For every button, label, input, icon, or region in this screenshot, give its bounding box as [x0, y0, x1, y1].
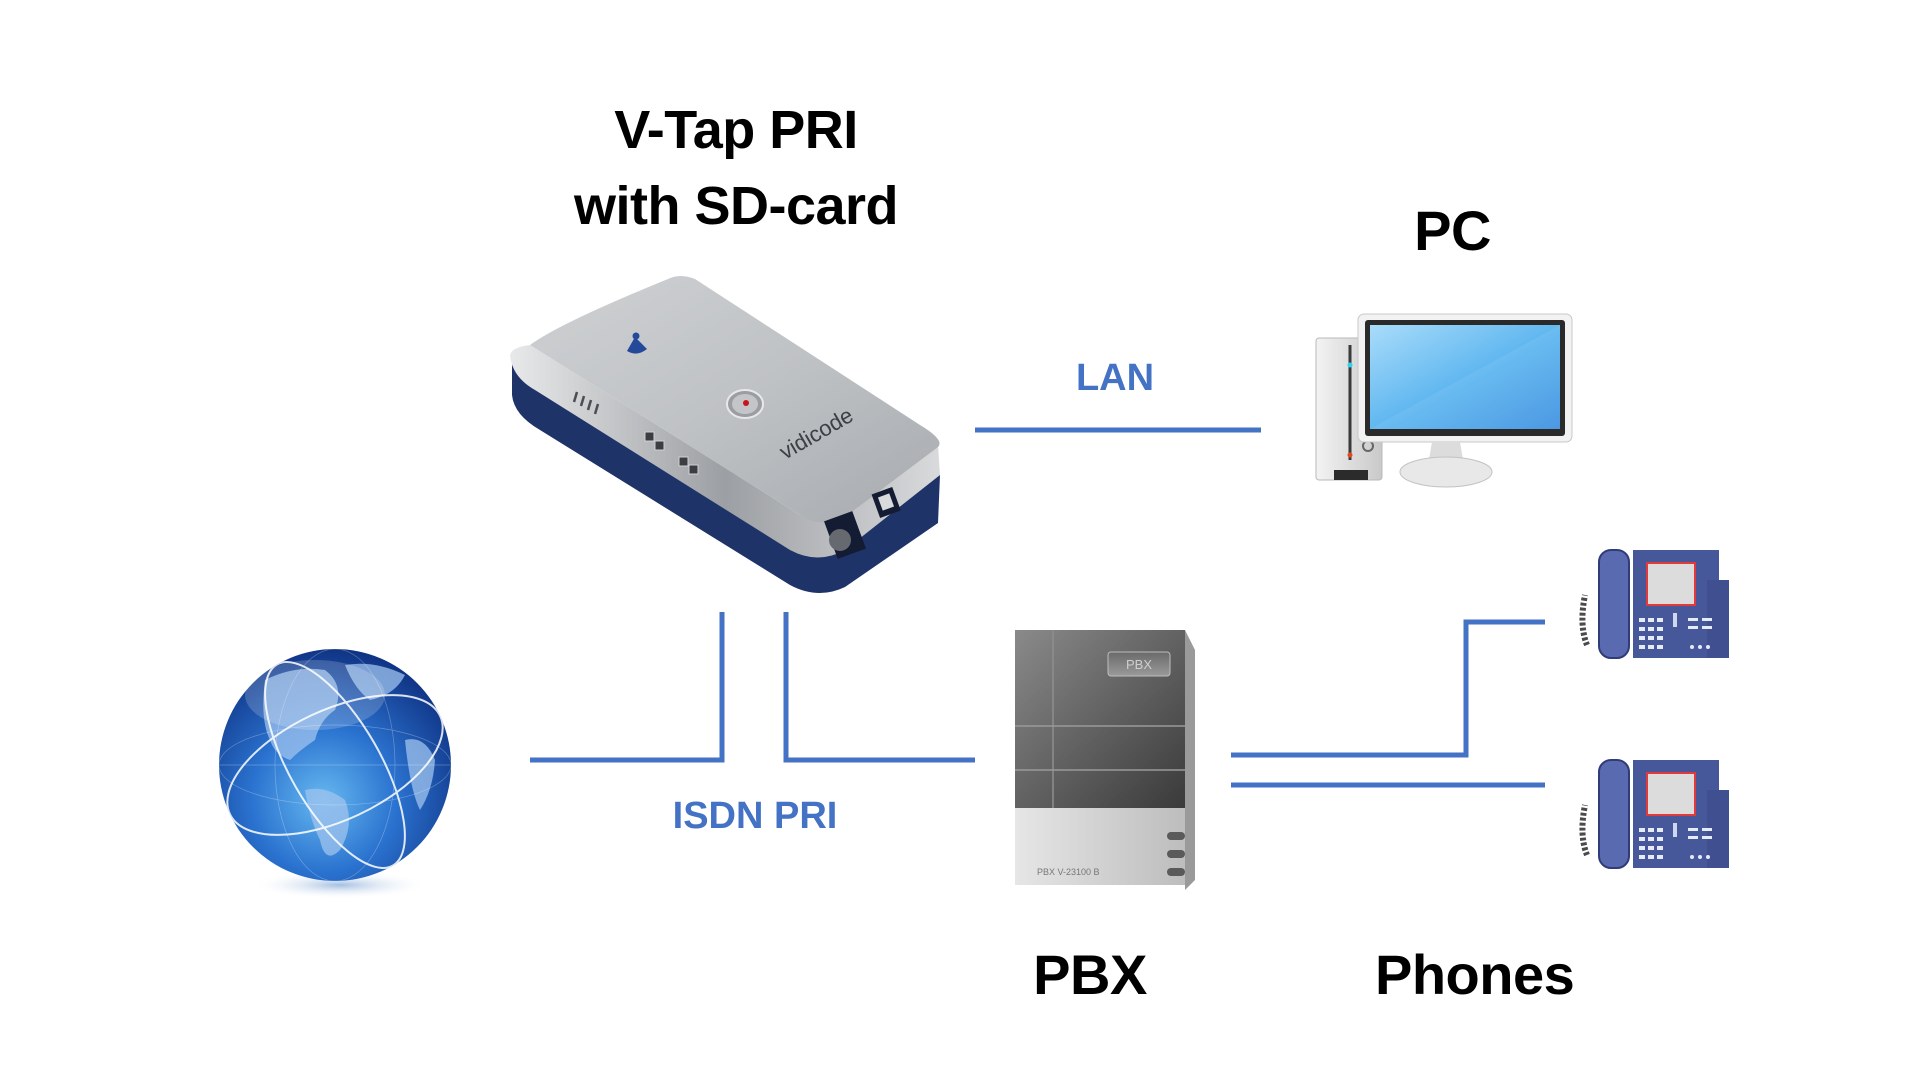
vtap-device-icon: vidicode — [510, 276, 940, 594]
desk-phone-icon — [1579, 759, 1729, 869]
phones-label: Phones — [1375, 943, 1575, 1006]
vtap-title: V-Tap PRI with SD-card — [526, 92, 946, 244]
vtap-title-line1: V-Tap PRI — [614, 100, 858, 160]
pbx-label: PBX — [1033, 943, 1147, 1006]
phone-line-1 — [1231, 619, 1545, 758]
vtap-title-line2: with SD-card — [573, 176, 899, 236]
isdn-connection-label: ISDN PRI — [672, 795, 838, 837]
globe-icon — [219, 649, 451, 899]
pbx-server-icon: PBX PBX V-23100 B — [1015, 630, 1195, 890]
desktop-computer-icon — [1315, 313, 1573, 488]
pbx-badge: PBX — [1126, 657, 1152, 672]
isdn-line-pbx-side — [783, 612, 975, 763]
desk-phone-icon — [1579, 549, 1729, 659]
pbx-model: PBX V-23100 B — [1037, 867, 1100, 877]
isdn-line-internet-side — [530, 612, 725, 763]
pc-label: PC — [1414, 199, 1491, 262]
lan-connection-label: LAN — [1075, 357, 1155, 399]
